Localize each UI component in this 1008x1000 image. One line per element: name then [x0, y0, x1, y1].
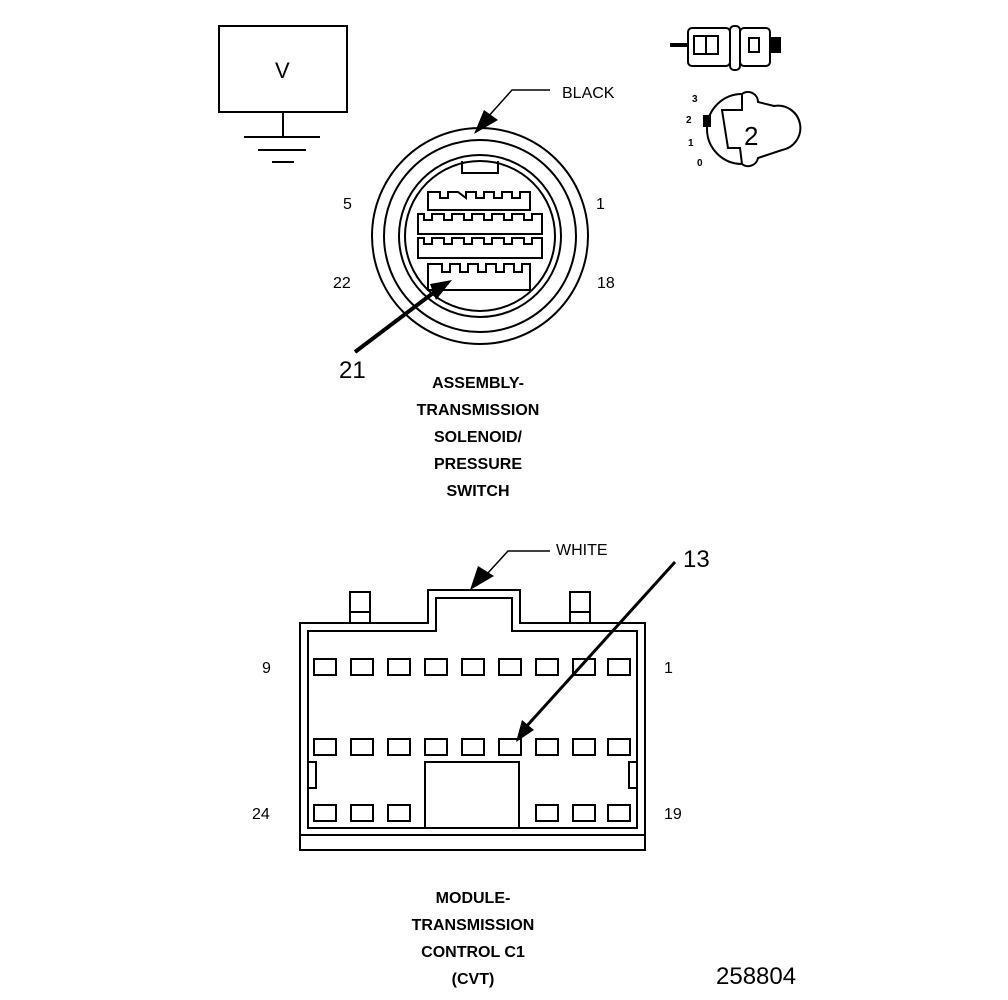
- connector-plug-icon: [670, 25, 781, 71]
- caption-line: TRANSMISSION: [416, 402, 540, 419]
- caption-line: TRANSMISSION: [411, 917, 535, 934]
- caption-line: MODULE-: [435, 890, 511, 907]
- pin-label-bottom-left: 24: [252, 806, 270, 823]
- key-position-2: 2: [686, 115, 692, 126]
- key-position-3: 3: [692, 94, 698, 105]
- meter-label: V: [275, 58, 290, 83]
- caption-line: CONTROL C1: [421, 944, 525, 961]
- key-position-0: 0: [697, 158, 703, 169]
- arrow-21-head: [430, 280, 452, 300]
- connector-color-label: BLACK: [562, 85, 615, 102]
- pin-label-top-left: 9: [262, 660, 271, 677]
- pin-label-bottom-right: 18: [597, 275, 615, 292]
- caption-line: ASSEMBLY-: [432, 375, 524, 392]
- bottom-connector-caption: MODULE- TRANSMISSION CONTROL C1 (CVT): [373, 885, 573, 993]
- caption-line: (CVT): [451, 971, 495, 988]
- white-arrowhead: [470, 566, 494, 590]
- voltmeter-symbol: [218, 25, 348, 163]
- caption-line: SWITCH: [446, 483, 510, 500]
- pin-label-bottom-right: 19: [664, 806, 682, 823]
- callout-21: 21: [339, 357, 366, 384]
- key-selected-position: 2: [744, 121, 759, 151]
- figure-number: 258804: [716, 963, 797, 990]
- pin-label-top-left: 5: [343, 196, 352, 213]
- pin-label-bottom-left: 22: [333, 275, 351, 292]
- caption-line: PRESSURE: [433, 456, 523, 473]
- black-arrowhead: [474, 110, 498, 134]
- ignition-key-icon: [703, 91, 802, 168]
- round-connector: [371, 127, 589, 345]
- pin-label-top-right: 1: [596, 196, 605, 213]
- caption-line: SOLENOID/: [433, 429, 522, 446]
- rect-connector: [299, 589, 646, 851]
- top-connector-caption: ASSEMBLY- TRANSMISSION SOLENOID/ PRESSUR…: [378, 370, 578, 505]
- pin-label-top-right: 1: [664, 660, 673, 677]
- key-position-1: 1: [688, 138, 694, 149]
- connector-color-label: WHITE: [556, 542, 608, 559]
- arrow-13-head: [516, 720, 534, 742]
- callout-13: 13: [683, 546, 710, 573]
